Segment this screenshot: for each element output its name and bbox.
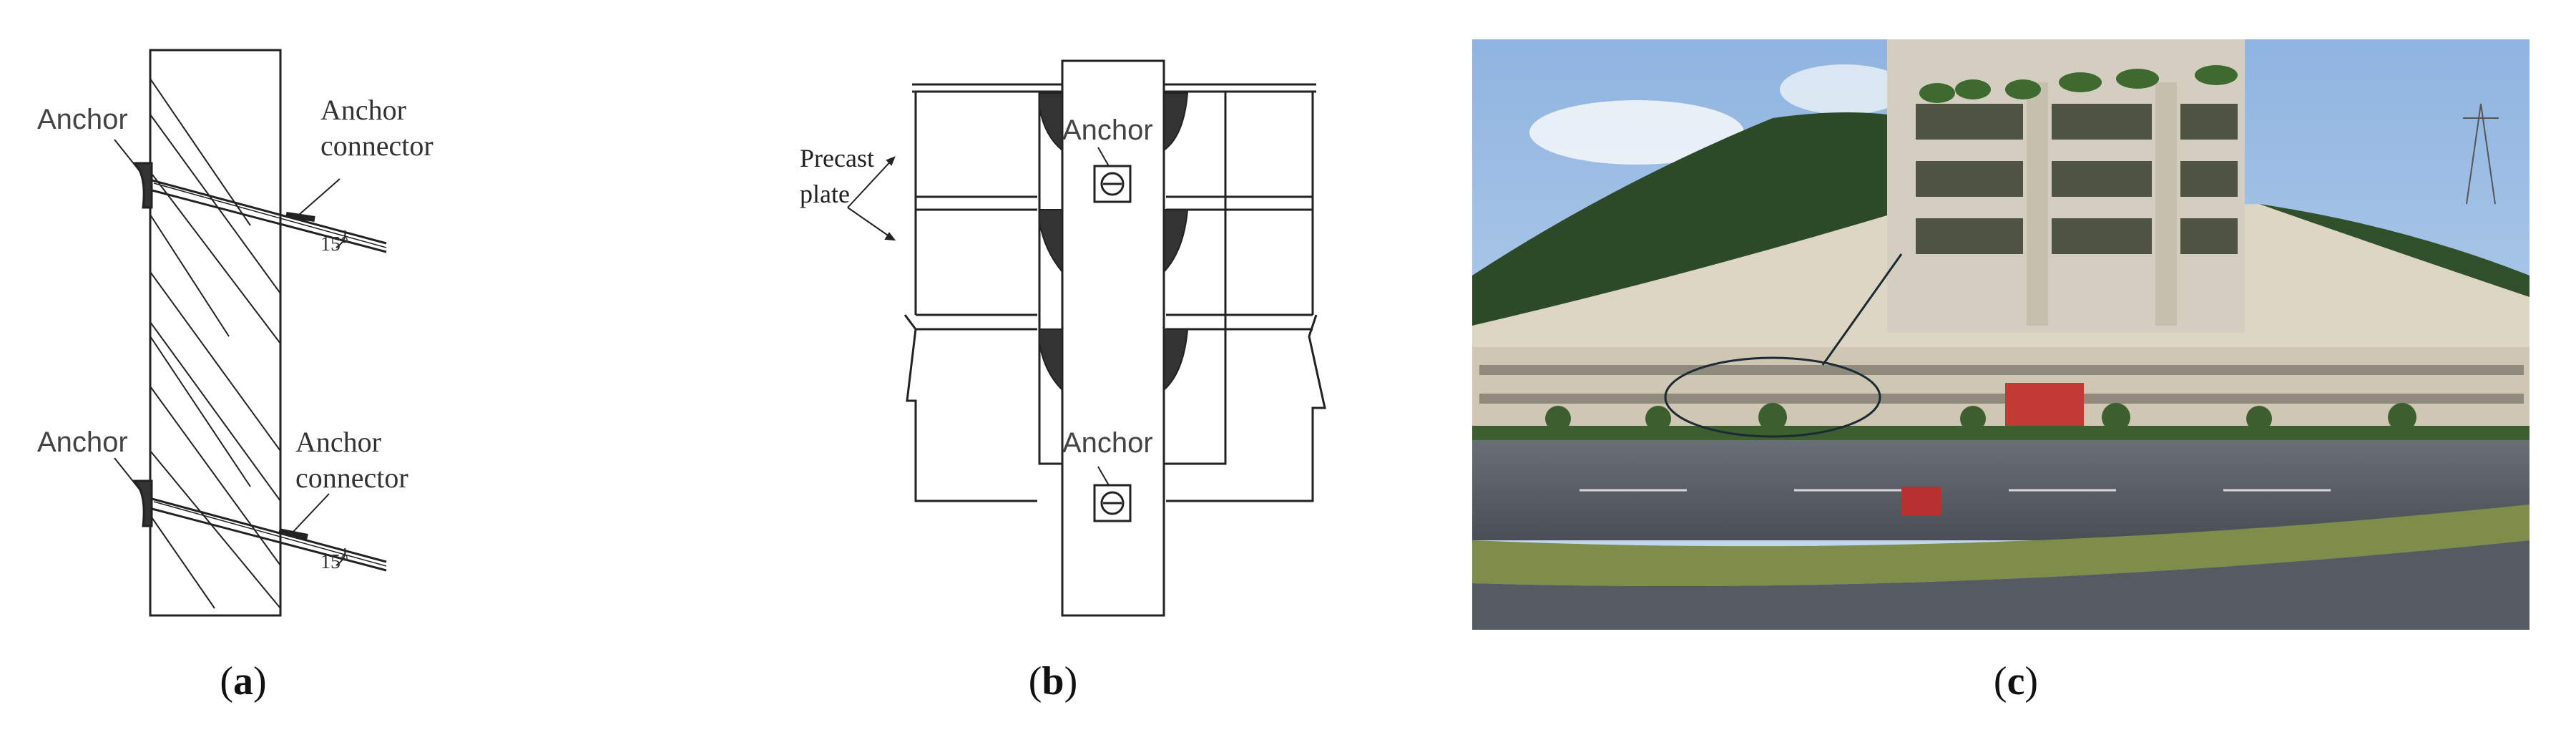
highlight-ellipse (1664, 356, 1881, 438)
label-anchor-connector-bottom-line1: Anchor (295, 426, 381, 458)
panel-c-site-photo: (c) (1459, 0, 2576, 750)
caption-a: (a) (220, 659, 267, 703)
label-precast-line2: plate (800, 180, 850, 208)
label-anchor-connector-top-line2: connector (320, 130, 434, 162)
label-anchor-top: Anchor (1062, 115, 1153, 146)
anchor-bar-top (146, 177, 387, 253)
anchor-box-bottom (1093, 484, 1132, 522)
grout-joints (1039, 92, 1189, 392)
precast-plate-right (1166, 92, 1326, 502)
site-photo (1472, 39, 2530, 630)
wall-hatch (150, 78, 281, 609)
precast-plate-left (903, 92, 1037, 502)
label-anchor-connector-top-line1: Anchor (320, 94, 406, 126)
terraced-wall (1472, 347, 2530, 426)
panel-b-precast-plate-diagram: Precast plate Anchor Anchor (b) (758, 0, 1345, 750)
anchor-box-top (1093, 165, 1132, 203)
anchor-bar-bottom (146, 496, 387, 572)
label-precast-line1: Precast (800, 144, 874, 172)
label-anchor-connector-bottom-line2: connector (295, 462, 408, 494)
label-angle-bottom: 15° (320, 551, 349, 573)
caption-b: (b) (1028, 659, 1078, 703)
center-pillar (1061, 59, 1165, 617)
label-anchor-bottom: Anchor (37, 427, 128, 458)
panel-b-drawing (847, 59, 1326, 617)
anchor-head-top (132, 162, 153, 209)
caption-c: (c) (1993, 659, 2039, 703)
label-anchor-bottom: Anchor (1062, 427, 1153, 459)
red-truck (2005, 383, 2084, 426)
label-anchor-top: Anchor (37, 104, 128, 135)
retaining-wall-section (149, 49, 282, 617)
inset-photo (1887, 39, 2245, 333)
panel-a-anchor-diagram: Anchor Anchor connector 15° Anchor Ancho… (0, 0, 515, 750)
anchor-head-bottom (132, 479, 153, 527)
median-hedge (1472, 505, 2530, 586)
red-car (1901, 487, 1941, 515)
panel-a-drawing (114, 49, 387, 617)
label-angle-top: 15° (320, 233, 349, 255)
road (1472, 440, 2530, 540)
